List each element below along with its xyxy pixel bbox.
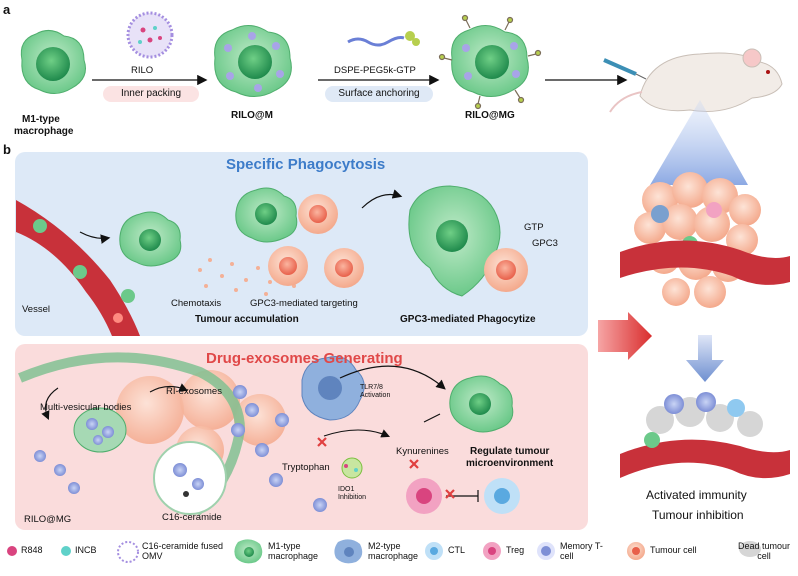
inhibition-marks [317, 437, 455, 499]
ido1-label: IDO1 Inhibition [338, 486, 367, 501]
ri-exosomes-label: RI-exosomes [166, 386, 222, 397]
rilo-mg-pink-label: RILO@MG [24, 514, 72, 525]
inner-packing-pill: Inner packing [103, 86, 199, 102]
tumour-inhibition-label: Tumour inhibition [652, 508, 744, 522]
legend-incb: INCB [75, 545, 97, 555]
red-arrow [598, 312, 652, 360]
legend-c16-omv: C16-ceramide fused OMV [142, 541, 224, 561]
gpc3-label: GPC3 [532, 238, 558, 249]
gpc3-targeting-label: GPC3-mediated targeting [250, 298, 358, 309]
tumour-cells-blue [268, 194, 364, 288]
activated-immunity-label: Activated immunity [646, 488, 747, 502]
vessel-label: Vessel [22, 304, 50, 315]
c16-ceramide-label: C16-ceramide [162, 512, 222, 523]
m1-macrophage [20, 30, 86, 94]
m1-label-line2: macrophage [14, 126, 74, 137]
membrane-arc [18, 352, 246, 516]
step1-label: RILO [131, 65, 154, 76]
legend-ctl: CTL [448, 545, 466, 555]
gtp-label: GTP [524, 222, 544, 233]
homing-macrophage [119, 211, 182, 267]
regulate-line2: microenvironment [466, 458, 554, 469]
legend-dead: Dead tumour cell [737, 541, 791, 561]
engulfed-tumour-cell [484, 248, 528, 292]
targeting-macrophage [235, 187, 298, 243]
rilo-m-cell [214, 25, 292, 97]
legend-swatches [7, 539, 761, 564]
legend-memory: Memory T-cell [560, 541, 603, 561]
legend-m2: M2-type macrophage [368, 541, 419, 561]
mouse-illustration [609, 48, 783, 113]
vessel-right-top [620, 240, 790, 285]
legend-r848: R848 [21, 545, 43, 555]
phagocytic-macrophage [408, 185, 501, 297]
rilo-mg-label: RILO@MG [465, 110, 515, 121]
rilo-mg-cell [438, 14, 542, 110]
rilo-particle [126, 11, 174, 59]
m1-label-line1: M1-type [22, 114, 60, 125]
ctl-cell [484, 478, 520, 514]
multivesicular-body [73, 407, 127, 453]
tumour-accumulation-label: Tumour accumulation [195, 314, 299, 325]
specific-phagocytosis-title: Specific Phagocytosis [226, 156, 386, 173]
down-arrow [686, 335, 724, 382]
tumour-cluster [634, 172, 761, 308]
phagocytize-label: GPC3-mediated Phagocytize [400, 314, 536, 325]
step2-label: DSPE-PEG5k-GTP [334, 65, 416, 76]
drug-exosomes-title: Drug-exosomes Generating [206, 350, 403, 367]
tlr-label: TLR7/8 Activation [360, 384, 391, 399]
regulate-line1: Regulate tumour [470, 446, 550, 457]
syringe-icon [603, 58, 647, 80]
legend-tumour: Tumour cell [650, 545, 697, 555]
treg-cell [406, 478, 442, 514]
imaging-beam [650, 100, 748, 185]
panel-letter-a: a [3, 2, 11, 17]
exosomes [34, 385, 327, 512]
legend-m1: M1-type macrophage [268, 541, 319, 561]
kynurenines-label: Kynurenines [396, 446, 449, 457]
ido1-cluster [341, 457, 363, 479]
m1-macrophage-result [449, 375, 514, 433]
blue-vessel [16, 200, 140, 336]
mvb-label: Multi-vesicular bodies [40, 402, 132, 413]
legend-treg: Treg [506, 545, 525, 555]
zoom-circle [153, 441, 227, 515]
surface-anchoring-pill: Surface anchoring [325, 86, 433, 102]
tryptophan-label: Tryptophan [282, 462, 330, 473]
rilo-m-label: RILO@M [231, 110, 273, 121]
dspe-peg-gtp-chain [347, 31, 420, 47]
m2-macrophage [301, 356, 365, 421]
chemotaxis-dots [198, 258, 296, 296]
chemotaxis-label: Chemotaxis [171, 298, 222, 309]
panel-letter-b: b [3, 142, 11, 157]
vessel-right-bottom [620, 392, 790, 479]
